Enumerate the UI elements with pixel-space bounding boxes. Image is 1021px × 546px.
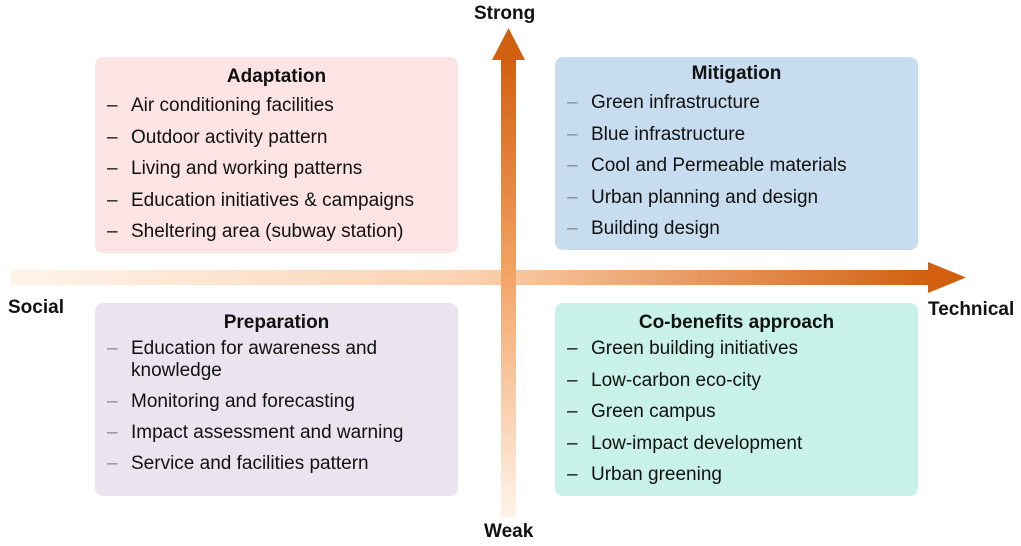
quadrant-title: Mitigation [691, 63, 782, 84]
dash-bullet: – [567, 92, 578, 113]
quadrant-list: –Green infrastructure –Blue infrastructu… [555, 92, 918, 240]
dash-bullet: – [567, 123, 578, 145]
list-item: –Outdoor activity pattern [107, 126, 328, 148]
quadrant-co-benefits: Co-benefits approach –Green building ini… [555, 303, 918, 496]
quadrant-adaptation: Adaptation –Air conditioning facilities … [95, 57, 458, 253]
axis-label-strong: Strong [474, 3, 536, 24]
quadrant-list: –Education for awareness and knowledge –… [95, 338, 458, 475]
dash-bullet: – [107, 95, 118, 116]
quadrant-list: –Green building initiatives –Low-carbon … [555, 338, 918, 486]
list-item: –Urban greening [567, 464, 722, 485]
dash-bullet: – [567, 338, 578, 359]
list-item: –Education initiatives & campaigns [107, 189, 415, 211]
dash-bullet: – [107, 453, 118, 474]
list-item: –Air conditioning facilities [107, 95, 334, 116]
quadrant-title: Adaptation [226, 66, 327, 87]
dash-bullet: – [107, 391, 118, 412]
quadrant-list: –Air conditioning facilities –Outdoor ac… [95, 95, 458, 243]
dash-bullet: – [107, 126, 118, 148]
list-item: –Cool and Permeable materials [567, 155, 847, 176]
quadrant-preparation: Preparation –Education for awareness and… [95, 303, 458, 496]
list-item: –Building design [567, 218, 720, 239]
list-item: –Monitoring and forecasting [107, 391, 355, 412]
dash-bullet: – [567, 369, 578, 391]
dash-bullet: – [567, 186, 578, 208]
list-item: –Green infrastructure [567, 92, 760, 113]
axis-label-technical: Technical [928, 299, 1015, 320]
quadrant-mitigation: Mitigation –Green infrastructure –Blue i… [555, 57, 918, 250]
dash-bullet: – [107, 221, 118, 242]
list-item: –Green building initiatives [567, 338, 799, 359]
dash-bullet: – [567, 401, 578, 422]
list-item: –Service and facilities pattern [107, 453, 369, 474]
list-item: –Sheltering area (subway station) [107, 221, 404, 242]
list-item: –Low-carbon eco-city [567, 369, 762, 391]
list-item: –Urban planning and design [567, 186, 819, 208]
dash-bullet: – [567, 155, 578, 176]
dash-bullet: – [107, 189, 118, 211]
list-item: –Low-impact development [567, 432, 803, 454]
axis-label-social: Social [8, 297, 64, 318]
axis-label-weak: Weak [484, 521, 534, 542]
dash-bullet: – [567, 432, 578, 454]
vertical-axis-arrow [492, 28, 525, 518]
quadrant-title: Co-benefits approach [638, 312, 835, 333]
dash-bullet: – [567, 464, 578, 485]
list-item: –Living and working patterns [107, 158, 363, 179]
dash-bullet: – [567, 218, 578, 239]
dash-bullet: – [107, 422, 118, 443]
horizontal-axis-arrow [10, 262, 966, 293]
quadrant-title: Preparation [223, 312, 330, 333]
list-item: –Blue infrastructure [567, 123, 746, 145]
dash-bullet: – [107, 158, 118, 179]
list-item: –Education for awareness and knowledge [107, 338, 378, 381]
list-item: –Green campus [567, 401, 716, 422]
dash-bullet: – [107, 338, 118, 359]
list-item: –Impact assessment and warning [107, 422, 404, 443]
